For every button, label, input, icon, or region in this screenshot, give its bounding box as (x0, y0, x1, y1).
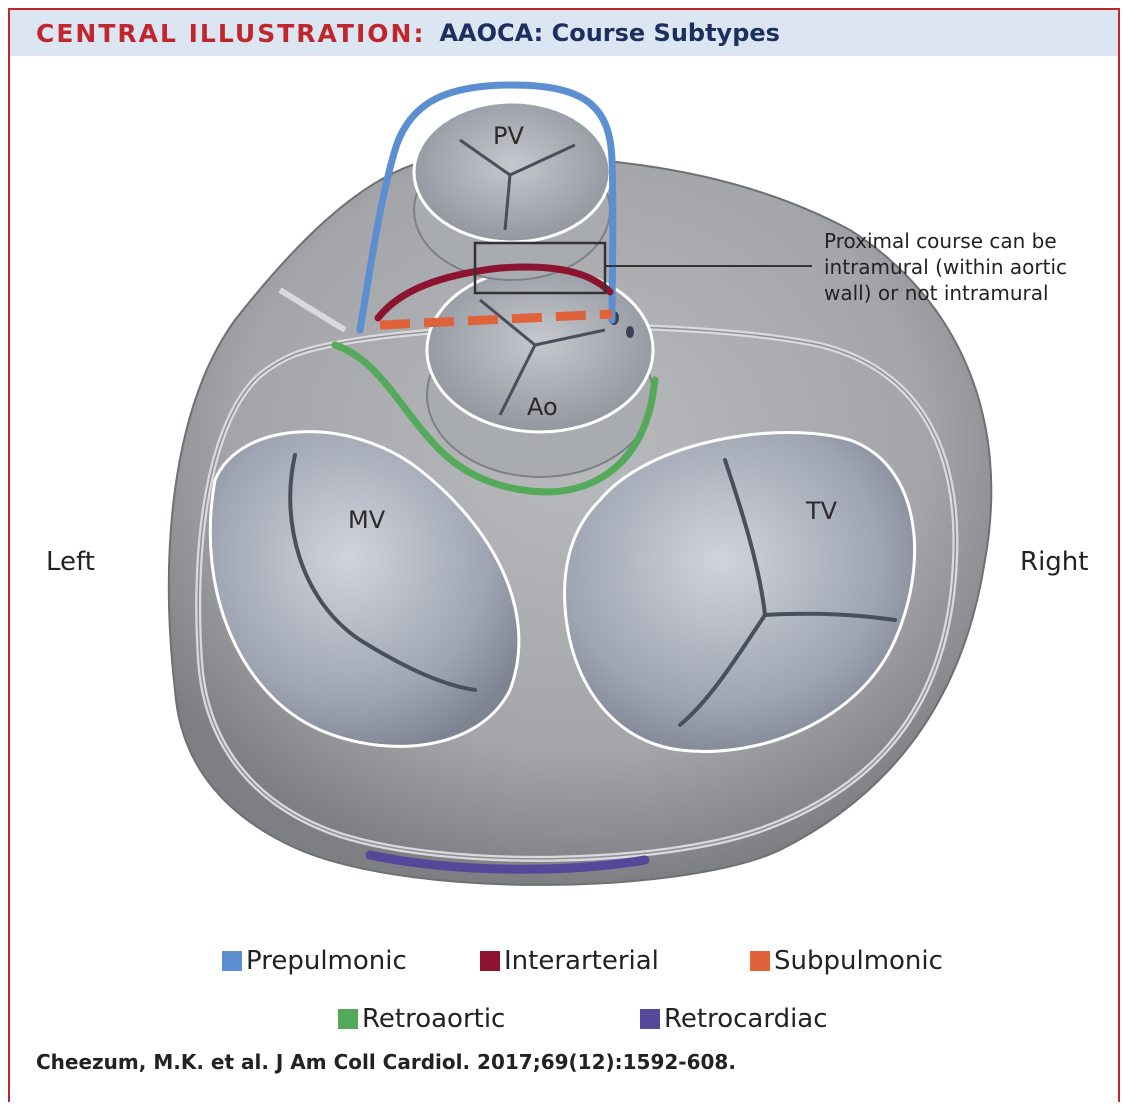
legend-label: Interarterial (504, 946, 659, 976)
aortic-valve (427, 268, 653, 477)
legend-item-subpulmonic: Subpulmonic (750, 946, 943, 976)
ao-label: Ao (527, 393, 558, 421)
legend-item-retroaortic: Retroaortic (338, 1004, 505, 1034)
legend-swatch (222, 951, 242, 971)
mv-label: MV (348, 506, 386, 534)
legend-item-interarterial: Interarterial (480, 946, 659, 976)
tv-label: TV (805, 497, 838, 525)
legend-label: Retrocardiac (664, 1004, 828, 1034)
legend-label: Subpulmonic (774, 946, 943, 976)
intramural-callout-text: Proximal course can be intramural (withi… (824, 228, 1114, 306)
legend-label: Retroaortic (362, 1004, 505, 1034)
legend-swatch (640, 1009, 660, 1029)
legend-label: Prepulmonic (246, 946, 407, 976)
left-orientation-label: Left (46, 547, 95, 577)
legend-swatch (338, 1009, 358, 1029)
legend-swatch (480, 951, 500, 971)
right-orientation-label: Right (1020, 547, 1088, 577)
legend-swatch (750, 951, 770, 971)
pv-label: PV (493, 122, 524, 150)
citation-text: Cheezum, M.K. et al. J Am Coll Cardiol. … (36, 1050, 736, 1074)
legend-item-retrocardiac: Retrocardiac (640, 1004, 828, 1034)
legend-item-prepulmonic: Prepulmonic (222, 946, 407, 976)
